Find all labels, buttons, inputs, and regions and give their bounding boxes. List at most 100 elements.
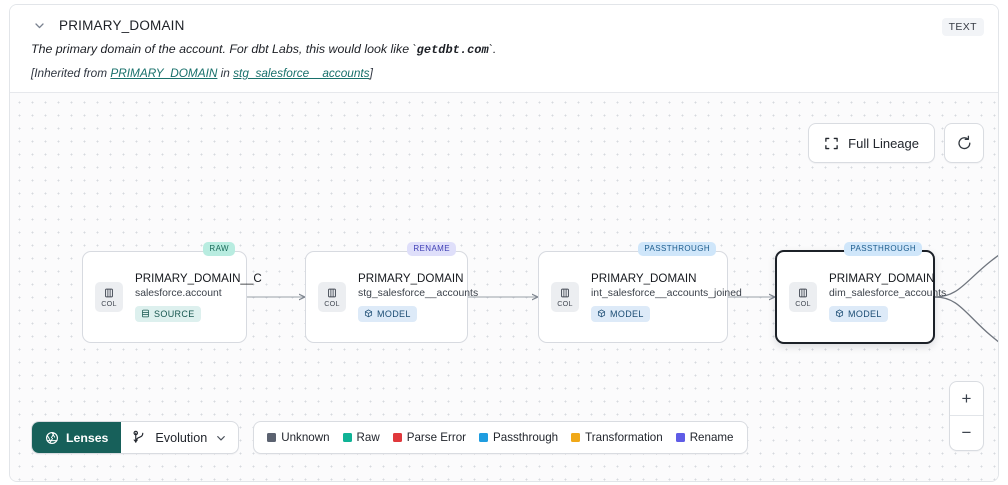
node-subtitle: dim_salesforce_accounts <box>829 287 947 299</box>
description-code: getdbt.com <box>416 43 489 57</box>
inherited-suffix: ] <box>369 66 373 80</box>
edge-out-bottom <box>934 296 998 343</box>
lenses-label: Lenses <box>66 430 109 445</box>
node-badge-label: SOURCE <box>154 308 195 319</box>
node-body: PRIMARY_DOMAIN dim_salesforce_accounts M… <box>829 272 947 322</box>
cube-icon <box>835 309 844 318</box>
canvas-toolbar: Full Lineage <box>808 123 984 163</box>
full-lineage-button[interactable]: Full Lineage <box>808 123 935 163</box>
node-badge: SOURCE <box>135 305 201 322</box>
node-tag: PASSTHROUGH <box>844 242 922 256</box>
legend-swatch <box>267 433 277 442</box>
full-lineage-label: Full Lineage <box>848 135 919 151</box>
col-chip: COL <box>789 282 817 312</box>
chevron-down-icon <box>215 432 227 444</box>
chevron-down-icon[interactable] <box>31 18 47 34</box>
lineage-canvas[interactable]: Full Lineage + − <box>10 92 998 481</box>
database-icon <box>141 309 150 318</box>
legend-item: Parse Error <box>392 431 467 444</box>
col-chip-label: COL <box>101 298 117 308</box>
zoom-in-button[interactable]: + <box>950 382 983 416</box>
node-tag: PASSTHROUGH <box>638 242 716 256</box>
inherited-column-link[interactable]: PRIMARY_DOMAIN <box>110 66 218 80</box>
inherited-from-line: [Inherited from PRIMARY_DOMAIN in stg_sa… <box>10 58 998 80</box>
type-badge: TEXT <box>941 18 984 36</box>
aperture-icon <box>45 431 59 445</box>
lineage-node-selected[interactable]: PASSTHROUGH COL PRIMARY_DOMAIN dim_sales… <box>775 242 946 344</box>
bottom-toolbar: Lenses Evolution U <box>31 421 748 454</box>
refresh-icon <box>956 135 973 152</box>
description-text-post: `. <box>488 42 497 56</box>
legend-label: Parse Error <box>406 431 467 444</box>
node-subtitle: stg_salesforce__accounts <box>358 287 479 299</box>
legend-item: Rename <box>675 431 734 444</box>
lineage-node[interactable]: RENAME COL PRIMARY_DOMAIN stg_salesforce… <box>305 242 478 343</box>
lineage-nodes: RAW COL PRIMARY_DOMAIN__C salesforce.acc… <box>10 93 998 481</box>
lineage-node[interactable]: PASSTHROUGH COL PRIMARY_DOMAIN int_sales… <box>538 242 742 343</box>
node-badge: MODEL <box>829 305 888 322</box>
column-description: The primary domain of the account. For d… <box>10 35 998 58</box>
node-subtitle: salesforce.account <box>135 287 222 299</box>
legend-swatch <box>342 433 352 442</box>
legend-label: Unknown <box>281 431 330 444</box>
column-header: PRIMARY_DOMAIN TEXT The primary domain o… <box>10 5 998 92</box>
legend-label: Rename <box>689 431 734 444</box>
legend: Unknown Raw Parse Error Passthrough <box>253 421 748 454</box>
inherited-mid: in <box>217 66 234 80</box>
page-title: PRIMARY_DOMAIN <box>59 18 185 33</box>
description-text-pre: The primary domain of the account. For d… <box>31 42 417 56</box>
cube-icon <box>364 309 373 318</box>
column-icon <box>103 287 115 299</box>
node-title: PRIMARY_DOMAIN__C <box>135 272 262 286</box>
node-title: PRIMARY_DOMAIN <box>829 272 935 286</box>
node-tag: RAW <box>203 242 235 256</box>
node-body: PRIMARY_DOMAIN int_salesforce__accounts_… <box>591 272 742 322</box>
node-tag: RENAME <box>407 242 456 256</box>
column-icon <box>559 287 571 299</box>
cube-icon <box>597 309 606 318</box>
zoom-out-button[interactable]: − <box>961 423 972 442</box>
node-body: PRIMARY_DOMAIN stg_salesforce__accounts … <box>358 272 479 322</box>
evolution-icon <box>132 430 147 445</box>
expand-icon <box>824 136 839 151</box>
col-chip: COL <box>95 282 123 312</box>
legend-swatch <box>675 433 685 442</box>
evolution-dropdown[interactable]: Evolution <box>121 422 238 453</box>
node-title: PRIMARY_DOMAIN <box>591 272 697 286</box>
node-badge-label: MODEL <box>848 308 882 319</box>
legend-item: Raw <box>342 431 380 444</box>
legend-label: Raw <box>356 431 380 444</box>
evolution-label: Evolution <box>155 430 208 445</box>
lineage-node[interactable]: RAW COL PRIMARY_DOMAIN__C salesforce.acc… <box>82 242 262 343</box>
inherited-model-link[interactable]: stg_salesforce__accounts <box>233 66 370 80</box>
lenses-segment: Lenses Evolution <box>31 421 240 454</box>
lenses-button[interactable]: Lenses <box>32 422 122 453</box>
legend-item: Unknown <box>267 431 330 444</box>
zoom-controls: + − <box>949 381 984 451</box>
edge-out-top <box>934 255 998 298</box>
col-chip: COL <box>551 282 579 312</box>
refresh-button[interactable] <box>944 123 984 163</box>
col-chip: COL <box>318 282 346 312</box>
legend-swatch <box>479 433 489 442</box>
node-title: PRIMARY_DOMAIN <box>358 272 464 286</box>
lineage-edges <box>247 255 998 343</box>
column-card: PRIMARY_DOMAIN TEXT The primary domain o… <box>9 4 999 482</box>
node-badge-label: MODEL <box>377 308 411 319</box>
inherited-prefix: [Inherited from <box>31 66 111 80</box>
legend-label: Passthrough <box>493 431 559 444</box>
col-chip-label: COL <box>324 298 340 308</box>
column-icon <box>326 287 338 299</box>
col-chip-label: COL <box>557 298 573 308</box>
legend-swatch <box>571 433 581 442</box>
column-header-row: PRIMARY_DOMAIN <box>10 5 998 35</box>
col-chip-label: COL <box>795 298 811 308</box>
node-badge: MODEL <box>591 305 650 322</box>
legend-item: Passthrough <box>479 431 558 444</box>
legend-swatch <box>392 433 402 442</box>
node-subtitle: int_salesforce__accounts_joined <box>591 287 742 299</box>
node-badge-label: MODEL <box>610 308 644 319</box>
node-badge: MODEL <box>358 305 417 322</box>
node-body: PRIMARY_DOMAIN__C salesforce.account SOU… <box>135 272 262 322</box>
